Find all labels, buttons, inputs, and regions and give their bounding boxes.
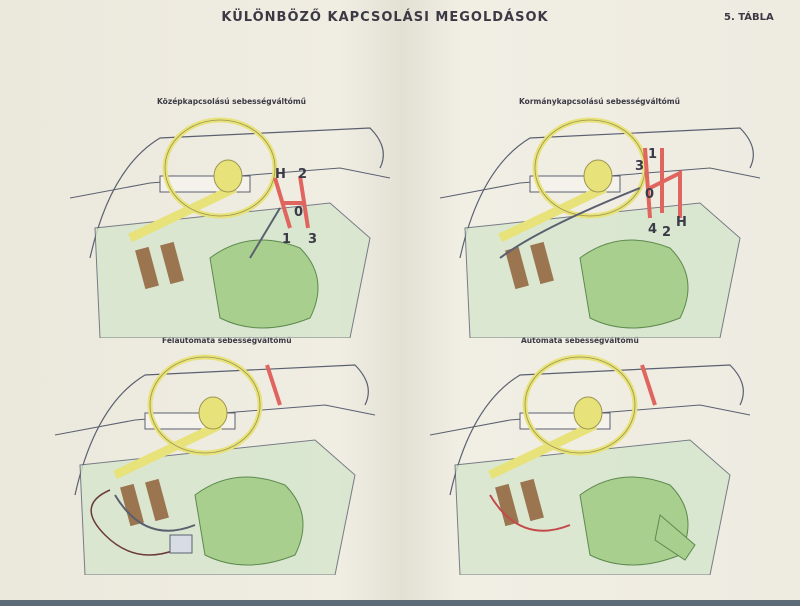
- book-edge: [0, 600, 800, 606]
- steering-column: [498, 183, 607, 243]
- gear-label: 2: [662, 225, 671, 240]
- transmission-tail: [654, 514, 696, 561]
- steering-hub: [573, 396, 603, 430]
- gear-label: 3: [635, 159, 644, 174]
- steering-hub: [583, 159, 613, 193]
- shift-pattern-arrows: [643, 147, 682, 219]
- pedal: [135, 246, 159, 290]
- vacuum-servo: [169, 534, 193, 554]
- steering-column: [488, 420, 597, 480]
- pedal: [520, 478, 544, 522]
- plate-number: 5. TÁBLA: [724, 12, 774, 23]
- illustration-semi-automatic: [54, 345, 385, 576]
- caption-center-shift: Középkapcsolású sebességváltómű: [157, 97, 306, 106]
- shift-pattern-arrows: [273, 175, 310, 229]
- gear-lever: [249, 207, 281, 259]
- windshield-outline: [74, 364, 369, 496]
- gear-label: 4: [648, 222, 657, 237]
- gear-label: 0: [645, 187, 654, 202]
- pedal: [120, 483, 144, 527]
- gear-label: 1: [282, 232, 291, 247]
- pedal: [505, 246, 529, 290]
- transmission: [209, 239, 319, 329]
- caption-automatic: Automata sebességváltómű: [521, 336, 639, 345]
- steering-wheel-outline: [149, 356, 261, 454]
- transmission: [194, 476, 304, 566]
- steering-wheel-outline: [524, 356, 636, 454]
- caption-semi-automatic: Félautomata sebességváltómű: [162, 336, 292, 345]
- steering-column: [113, 420, 222, 480]
- gear-label: 2: [298, 167, 307, 182]
- pedal: [530, 241, 554, 285]
- control-linkage: [114, 494, 196, 532]
- gear-label: 1: [648, 147, 657, 162]
- caption-column-shift: Kormánykapcsolású sebességváltómű: [519, 97, 680, 106]
- shift-linkage: [499, 187, 641, 259]
- selector-arrow: [640, 364, 657, 406]
- steering-wheel-outline: [164, 119, 276, 217]
- page-title: KÜLÖNBÖZŐ KAPCSOLÁSI MEGOLDÁSOK: [221, 10, 549, 25]
- transmission: [579, 239, 689, 329]
- pedal: [160, 241, 184, 285]
- pedal: [495, 483, 519, 527]
- gear-label: H: [676, 215, 687, 230]
- selector-arrow: [265, 364, 282, 406]
- steering-column: [128, 183, 237, 243]
- control-linkage: [489, 494, 571, 532]
- steering-hub: [198, 396, 228, 430]
- gear-label: 0: [294, 205, 303, 220]
- windshield-outline: [89, 127, 384, 259]
- windshield-outline: [459, 127, 754, 259]
- pedal: [145, 478, 169, 522]
- windshield-outline: [449, 364, 744, 496]
- gear-label: H: [275, 167, 286, 182]
- gear-label: 3: [308, 232, 317, 247]
- steering-hub: [213, 159, 243, 193]
- electric-cable: [90, 489, 176, 556]
- illustration-automatic: [429, 345, 760, 576]
